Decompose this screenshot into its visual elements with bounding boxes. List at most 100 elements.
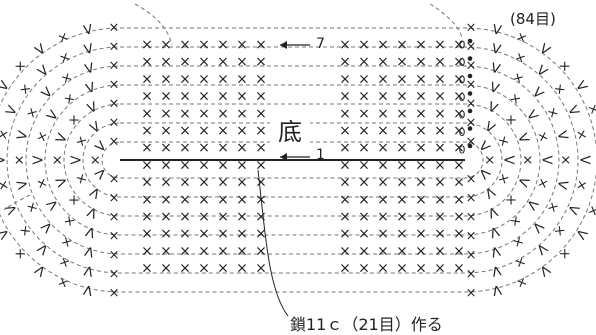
single-crochet-symbol: × (415, 209, 427, 225)
single-crochet-symbol: × (160, 89, 172, 105)
curve-stitch-symbol: × (65, 190, 83, 208)
single-crochet-symbol: × (434, 209, 446, 225)
curve-stitch-symbol: × (584, 203, 596, 219)
single-crochet-symbol: × (198, 261, 210, 277)
single-crochet-symbol: × (255, 54, 267, 70)
single-crochet-symbol: × (198, 123, 210, 139)
curve-stitch-symbol: V (514, 174, 531, 188)
curve-stitch-symbol: × (466, 40, 477, 55)
single-crochet-symbol: × (179, 37, 191, 53)
single-crochet-symbol: × (453, 123, 465, 139)
row-1-number: 1 (316, 147, 325, 163)
curve-stitch-symbol: V (553, 178, 570, 191)
top-left-pointer (134, 3, 173, 46)
single-crochet-symbol: × (377, 175, 389, 191)
single-crochet-symbol: × (179, 123, 191, 139)
curve-stitch-symbol: V (84, 80, 97, 97)
round-guide-lines (0, 27, 596, 293)
single-crochet-symbol: × (160, 54, 172, 70)
curve-stitch-symbol: × (51, 155, 66, 166)
curve-stitch-symbol: × (109, 266, 120, 281)
curve-stitch-symbol: V (54, 174, 71, 188)
single-crochet-symbol: × (415, 261, 427, 277)
single-crochet-symbol: × (358, 261, 370, 277)
single-crochet-symbol: × (160, 261, 172, 277)
curve-stitch-symbol: V (83, 42, 95, 59)
single-crochet-symbol: × (415, 123, 427, 139)
single-crochet-symbol: × (236, 123, 248, 139)
single-crochet-symbol: × (198, 54, 210, 70)
curve-stitch-symbol: V (84, 223, 97, 240)
single-crochet-symbol: × (198, 140, 210, 156)
single-crochet-symbol: × (217, 209, 229, 225)
single-crochet-symbol: × (198, 37, 210, 53)
single-crochet-symbol: × (255, 261, 267, 277)
single-crochet-symbol: × (396, 123, 408, 139)
stitch-count-label: (84目) (510, 10, 556, 28)
single-crochet-symbol: × (434, 226, 446, 242)
single-crochet-symbol: × (179, 157, 191, 173)
single-crochet-symbol: × (415, 106, 427, 122)
curve-stitch-symbol: × (73, 170, 91, 187)
single-crochet-symbol: × (453, 192, 465, 208)
curve-stitch-symbol: × (466, 97, 477, 112)
single-crochet-symbol: × (217, 140, 229, 156)
single-crochet-symbol: × (377, 209, 389, 225)
curve-stitch-symbol: V (572, 79, 589, 95)
curve-stitch-symbol: × (109, 21, 120, 36)
single-crochet-symbol: × (217, 192, 229, 208)
single-crochet-symbol: × (339, 71, 351, 87)
curve-stitch-symbol: V (33, 41, 49, 58)
chain-instruction-label: 鎖11ｃ（21目）作る (290, 315, 443, 334)
curve-stitch-symbol: × (109, 78, 120, 93)
row-7-number: 7 (316, 36, 325, 52)
curve-stitch-symbol: × (16, 81, 35, 99)
single-crochet-symbol: × (396, 89, 408, 105)
single-crochet-symbol: × (236, 226, 248, 242)
curve-stitch-symbol: × (494, 133, 512, 150)
chain-up-symbol: 0 (459, 126, 466, 139)
curve-stitch-symbol: × (466, 247, 477, 262)
single-crochet-symbol: × (236, 243, 248, 259)
curve-stitch-symbol: × (514, 273, 530, 291)
single-crochet-symbol: × (358, 106, 370, 122)
single-crochet-symbol: × (377, 71, 389, 87)
curve-stitch-symbol: V (592, 128, 596, 140)
curve-stitch-symbol: × (466, 171, 477, 186)
curve-stitch-symbol: × (573, 178, 590, 192)
single-crochet-symbol: × (453, 89, 465, 105)
annotation-lines (3, 3, 463, 317)
single-crochet-symbol: × (377, 261, 389, 277)
single-crochet-symbol: × (255, 140, 267, 156)
slip-stitch-dot (467, 91, 473, 96)
single-crochet-symbol: × (160, 243, 172, 259)
single-crochet-symbol: × (396, 106, 408, 122)
single-crochet-symbol: × (160, 106, 172, 122)
single-crochet-symbol: × (217, 243, 229, 259)
single-crochet-symbol: × (255, 243, 267, 259)
single-crochet-symbol: × (236, 89, 248, 105)
single-crochet-symbol: × (255, 123, 267, 139)
curve-stitch-symbol: × (59, 69, 76, 87)
single-crochet-symbol: × (453, 157, 465, 173)
curve-stitch-symbol: × (16, 222, 35, 240)
single-crochet-symbol: × (453, 226, 465, 242)
curve-stitch-symbol: V (577, 156, 592, 165)
curve-stitch-symbol: V (88, 119, 103, 136)
single-crochet-symbol: × (358, 71, 370, 87)
single-crochet-symbol: × (179, 89, 191, 105)
single-crochet-symbol: × (415, 157, 427, 173)
single-crochet-symbol: × (255, 71, 267, 87)
single-crochet-symbol: × (339, 243, 351, 259)
single-crochet-symbol: × (434, 192, 446, 208)
round-guide (44, 84, 541, 236)
single-crochet-symbol: × (396, 226, 408, 242)
left-pointer (3, 194, 31, 211)
single-crochet-symbol: × (141, 226, 153, 242)
slip-stitch-dot (467, 143, 473, 149)
single-crochet-symbol: × (415, 71, 427, 87)
single-crochet-symbol: × (198, 71, 210, 87)
curve-stitch-symbol: V (32, 155, 47, 164)
single-crochet-symbol: × (415, 89, 427, 105)
single-crochet-symbol: × (434, 261, 446, 277)
